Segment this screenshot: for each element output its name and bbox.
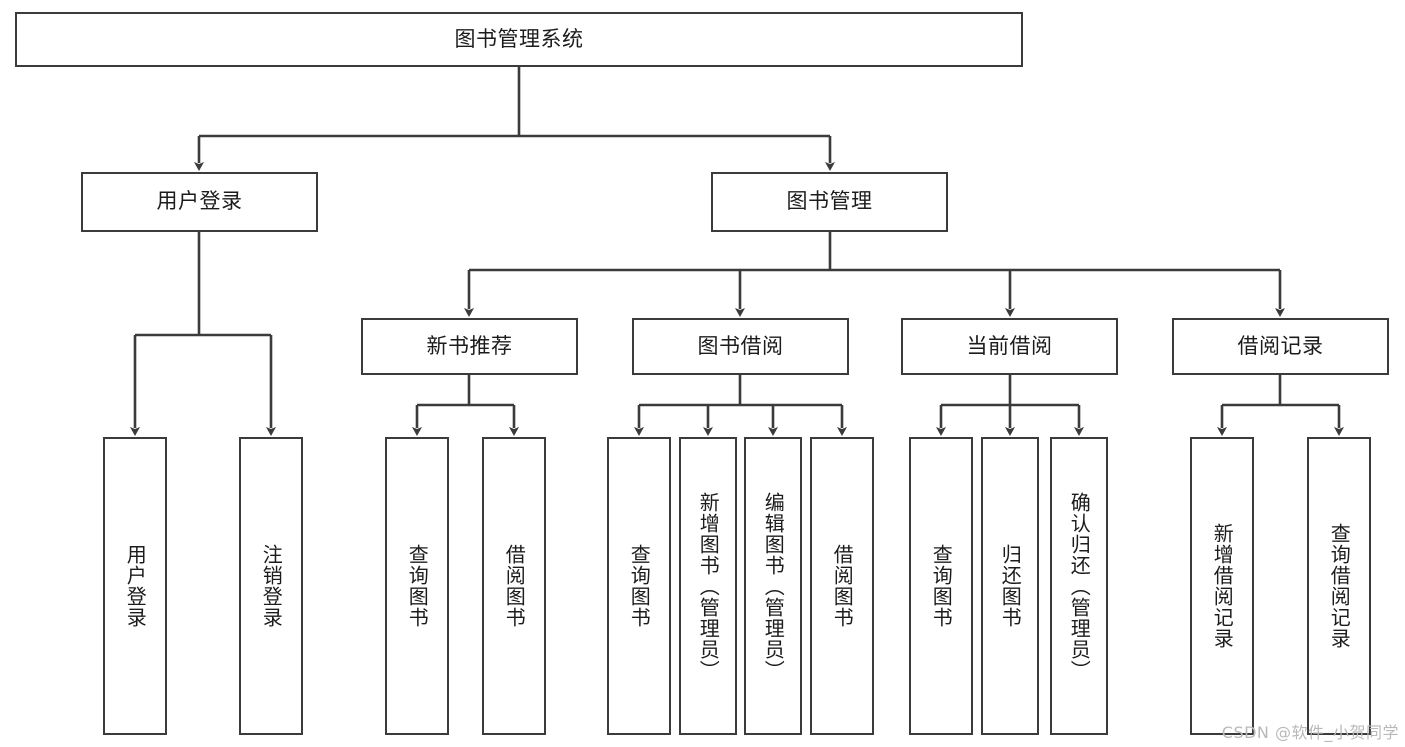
node-label: 新增图书（管理员）: [696, 491, 721, 681]
node-leaf-user-login[interactable]: 用户登录: [103, 437, 167, 735]
node-label: 查询图书: [405, 544, 430, 628]
node-label: 新增借阅记录: [1210, 523, 1235, 649]
node-leaf-query-book-3[interactable]: 查询图书: [909, 437, 973, 735]
node-leaf-logout-login[interactable]: 注销登录: [239, 437, 303, 735]
node-leaf-add-record[interactable]: 新增借阅记录: [1190, 437, 1254, 735]
node-leaf-confirm-return[interactable]: 确认归还（管理员）: [1050, 437, 1108, 735]
node-label: 注销登录: [259, 544, 284, 628]
node-leaf-add-book[interactable]: 新增图书（管理员）: [679, 437, 737, 735]
node-leaf-edit-book[interactable]: 编辑图书（管理员）: [744, 437, 802, 735]
node-label: 新书推荐: [426, 333, 513, 358]
node-leaf-query-record[interactable]: 查询借阅记录: [1307, 437, 1371, 735]
node-user-login[interactable]: 用户登录: [81, 172, 318, 232]
node-label: 图书借阅: [697, 333, 784, 358]
node-leaf-borrow-book-2[interactable]: 借阅图书: [810, 437, 874, 735]
node-label: 查询图书: [627, 544, 652, 628]
node-leaf-return-book[interactable]: 归还图书: [981, 437, 1039, 735]
node-label: 图书管理: [786, 189, 873, 214]
node-label: 归还图书: [998, 544, 1023, 628]
node-label: 用户登录: [123, 544, 148, 628]
node-label: 借阅记录: [1237, 333, 1324, 358]
node-label: 用户登录: [156, 189, 243, 214]
node-book-management[interactable]: 图书管理: [711, 172, 948, 232]
node-label: 当前借阅: [966, 333, 1053, 358]
node-label: 编辑图书（管理员）: [761, 491, 786, 681]
node-label: 借阅图书: [830, 544, 855, 628]
node-book-management-system[interactable]: 图书管理系统: [15, 12, 1023, 67]
node-current-borrow[interactable]: 当前借阅: [901, 318, 1118, 375]
node-leaf-query-book-1[interactable]: 查询图书: [385, 437, 449, 735]
node-label: 查询借阅记录: [1327, 523, 1352, 649]
csdn-watermark: CSDN @软件_小贺同学: [1221, 723, 1399, 742]
node-book-borrow[interactable]: 图书借阅: [632, 318, 849, 375]
node-new-book-recommend[interactable]: 新书推荐: [361, 318, 578, 375]
node-label: 借阅图书: [502, 544, 527, 628]
node-label: 图书管理系统: [454, 26, 584, 51]
node-leaf-query-book-2[interactable]: 查询图书: [607, 437, 671, 735]
node-label: 查询图书: [929, 544, 954, 628]
node-leaf-borrow-book-1[interactable]: 借阅图书: [482, 437, 546, 735]
node-label: 确认归还（管理员）: [1067, 491, 1092, 681]
node-borrow-record[interactable]: 借阅记录: [1172, 318, 1389, 375]
